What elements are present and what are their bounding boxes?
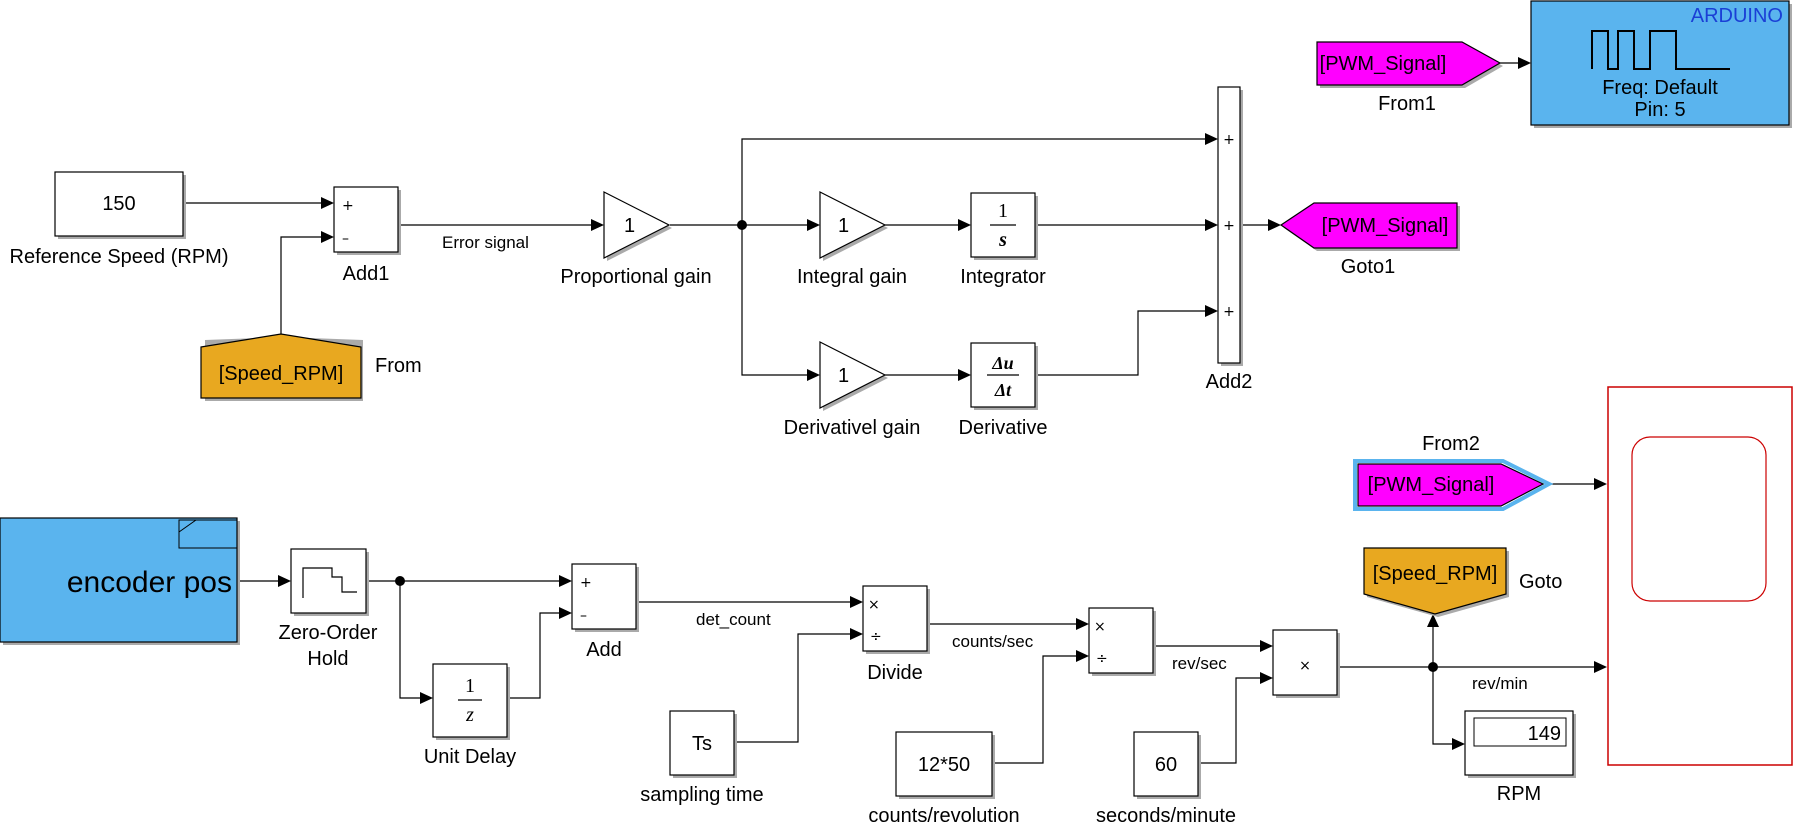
divide-mul-sign: × [868,597,880,613]
zero-order-hold-block[interactable]: Zero-Order Hold [279,548,378,670]
seconds-per-minute-constant-block[interactable]: 60 seconds/minute [1096,731,1236,827]
signal-label-det-count: det_count [696,610,771,629]
add1-sign-plus: + [342,198,354,214]
rpm-display-value: 149 [1528,723,1561,745]
signal-label-counts-sec: counts/sec [952,632,1034,651]
rpm-display-label: RPM [1497,783,1541,805]
pwm-waveform-icon [1591,30,1730,70]
from-speed-tag: [Speed_RPM] [219,363,344,385]
signal-lines-top [184,57,1607,490]
reference-speed-constant-block[interactable]: 150 Reference Speed (RPM) [10,171,229,268]
product-block[interactable]: × [1272,629,1340,698]
from-speed-label: From [375,355,422,377]
add-block[interactable]: + – Add [571,563,639,661]
proportional-gain-block[interactable]: 1 Proportional gain [560,191,712,288]
unit-delay-label: Unit Delay [424,746,516,768]
divide2-block[interactable]: × ÷ [1088,607,1156,676]
integrator-denominator: s [998,229,1007,251]
add2-block[interactable]: + + + Add2 [1206,86,1253,393]
add2-sign-3: + [1223,304,1235,320]
from1-label: From1 [1378,93,1436,115]
counts-per-revolution-constant-block[interactable]: 12*50 counts/revolution [868,731,1020,827]
proportional-gain-label: Proportional gain [560,266,711,288]
divide-div-sign: ÷ [870,629,882,645]
goto1-label: Goto1 [1341,256,1395,278]
zoh-label-line1: Zero-Order [279,622,378,644]
derivative-gain-block[interactable]: 1 Derivativel gain [784,341,921,439]
counts-per-revolution-label: counts/revolution [868,805,1019,827]
goto-speed-tag: [Speed_RPM] [1373,563,1498,585]
unit-delay-denominator: z [465,704,474,726]
from2-block[interactable]: From2 [PWM_Signal] [1353,433,1554,511]
signal-label-rev-min: rev/min [1472,674,1528,693]
arduino-title: ARDUINO [1691,5,1783,27]
derivative-gain-label: Derivativel gain [784,417,921,439]
unit-delay-block[interactable]: 1 z Unit Delay [424,663,516,768]
signal-label-rev-sec: rev/sec [1172,654,1227,673]
derivative-denominator: Δt [994,380,1012,400]
arduino-freq: Freq: Default [1602,77,1718,99]
divide-block[interactable]: × ÷ Divide [862,585,930,684]
rpm-display-block[interactable]: 149 RPM [1464,710,1576,805]
add-sign-plus: + [580,575,592,591]
encoder-pos-text: encoder pos [67,566,232,599]
from1-block[interactable]: [PWM_Signal] From1 [1316,41,1503,115]
goto-speed-label: Goto [1519,571,1562,593]
model-reference-icon [178,519,238,549]
sampling-time-label: sampling time [640,784,763,806]
sampling-time-value: Ts [692,733,712,755]
derivative-numerator: Δu [991,353,1013,373]
add-sign-minus: – [580,608,587,624]
from-speed-rpm-block[interactable]: [Speed_RPM] From [200,333,422,401]
scope-block[interactable] [1607,386,1793,766]
derivative-label: Derivative [959,417,1048,439]
add2-sign-2: + [1223,218,1235,234]
from2-tag: [PWM_Signal] [1368,474,1495,496]
add2-label: Add2 [1206,371,1253,393]
divide-label: Divide [867,662,923,684]
goto1-tag: [PWM_Signal] [1322,215,1449,237]
goto1-block[interactable]: [PWM_Signal] Goto1 [1279,202,1460,278]
proportional-gain-value: 1 [624,215,635,237]
integral-gain-block[interactable]: 1 Integral gain [797,191,907,288]
add1-sign-minus: – [342,231,349,247]
integral-gain-label: Integral gain [797,266,907,288]
divide2-mul-sign: × [1094,619,1106,635]
arduino-pin: Pin: 5 [1634,99,1685,121]
integrator-numerator: 1 [998,200,1008,222]
zoh-staircase-icon [302,567,357,598]
signal-label-error: Error signal [442,233,529,252]
derivative-block[interactable]: Δu Δt Derivative [959,342,1048,439]
encoder-pos-block[interactable]: encoder pos [0,517,240,645]
seconds-per-minute-label: seconds/minute [1096,805,1236,827]
goto-speed-rpm-block[interactable]: [Speed_RPM] Goto [1363,547,1562,617]
reference-speed-label: Reference Speed (RPM) [10,246,229,268]
zoh-label-line2: Hold [307,648,348,670]
seconds-per-minute-value: 60 [1155,754,1177,776]
from1-tag: [PWM_Signal] [1320,53,1447,75]
sampling-time-constant-block[interactable]: Ts sampling time [640,710,764,806]
integrator-label: Integrator [960,266,1046,288]
add1-block[interactable]: + – Add1 [333,186,401,285]
divide2-div-sign: ÷ [1096,651,1108,667]
add-label: Add [586,639,622,661]
product-mul-sign: × [1299,658,1311,674]
scope-screen-icon [1631,436,1767,602]
integral-gain-value: 1 [838,215,849,237]
add1-label: Add1 [343,263,390,285]
derivative-gain-value: 1 [838,365,849,387]
reference-speed-value: 150 [102,193,135,215]
counts-per-revolution-value: 12*50 [918,754,970,776]
unit-delay-numerator: 1 [465,675,475,697]
arduino-pwm-block[interactable]: ARDUINO Freq: Default Pin: 5 [1530,0,1792,128]
from2-label: From2 [1422,433,1480,455]
integrator-block[interactable]: 1 s Integrator [960,192,1046,288]
add2-sign-1: + [1223,132,1235,148]
